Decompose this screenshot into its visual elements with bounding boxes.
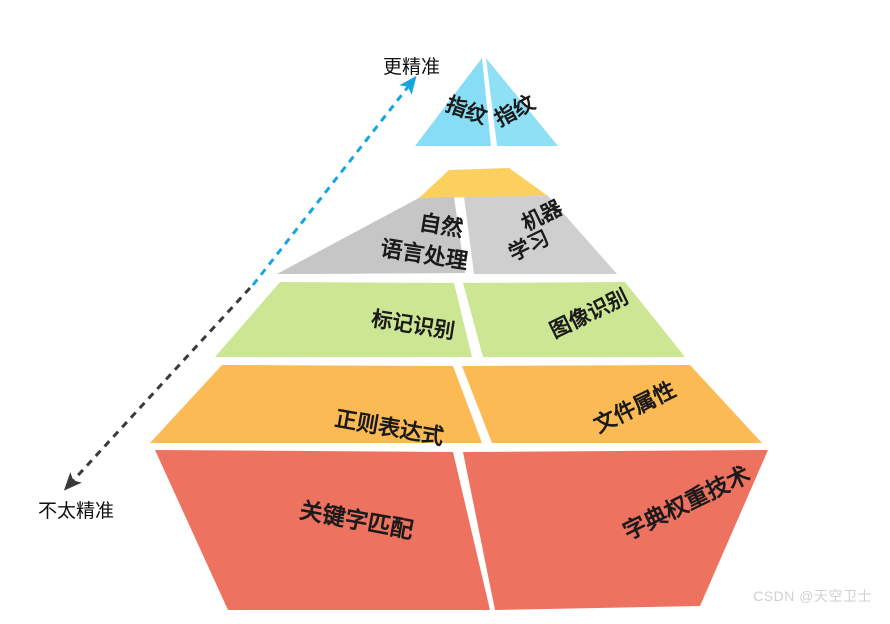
pyramid-level-fourth[interactable]: 正则表达式 文件属性 xyxy=(150,365,762,449)
arrow-down-less-precise xyxy=(63,286,252,491)
pyramid-level-second[interactable]: 自然 语言处理 机器 学习 xyxy=(277,168,617,274)
pyramid-level-base-left-face[interactable] xyxy=(155,450,490,610)
pyramid-level-apex[interactable]: 指纹 指纹 xyxy=(415,58,558,146)
pyramid-level-apex-right-face[interactable] xyxy=(486,58,558,146)
pyramid-level-second-top-surface xyxy=(419,168,548,198)
csdn-watermark: CSDN @天空卫士 xyxy=(753,588,872,604)
pyramid-level-second-right-face[interactable] xyxy=(464,196,617,274)
pyramid-level-apex-left-face[interactable] xyxy=(415,58,491,146)
pyramid-level-second-left-slope[interactable] xyxy=(277,198,465,274)
pyramid-level-third-left-face[interactable] xyxy=(215,282,472,357)
pyramid-level-base[interactable]: 关键字匹配 字典权重技术 xyxy=(155,450,768,610)
pyramid-level-third-right-face[interactable] xyxy=(463,282,685,357)
label-less-precise: 不太精准 xyxy=(38,500,114,522)
pyramid-level-third[interactable]: 标记识别 图像识别 xyxy=(215,282,685,357)
pyramid-level-fourth-right-face[interactable] xyxy=(462,365,762,443)
arrow-up-more-precise xyxy=(251,75,417,286)
pyramid-level-base-right-face[interactable] xyxy=(463,450,768,610)
pyramid-level-fourth-left-face[interactable] xyxy=(150,365,482,443)
label-more-precise: 更精准 xyxy=(383,56,440,78)
